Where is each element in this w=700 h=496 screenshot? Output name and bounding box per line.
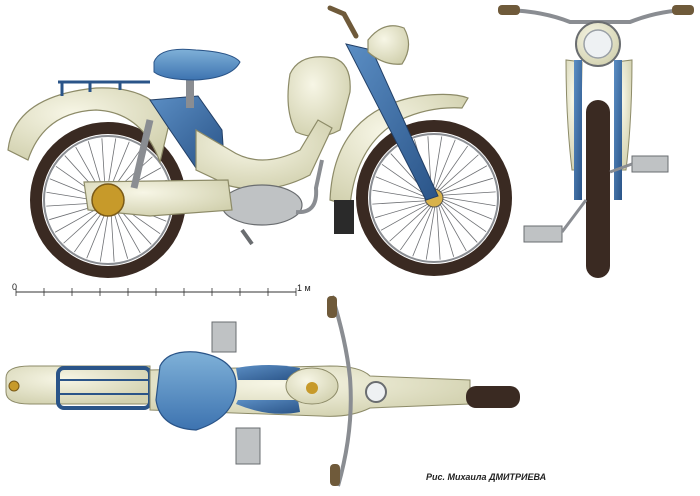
wheel-spoke: [436, 154, 479, 193]
wheel-spoke: [380, 202, 431, 231]
wheel-spoke: [389, 203, 432, 242]
front-wheel: [356, 120, 512, 276]
wheel-spoke: [435, 145, 469, 193]
side-view: [7, 5, 512, 278]
wheel-spoke: [432, 136, 443, 193]
front-handlebar: [498, 8, 694, 24]
top-pedal-down: [235, 427, 261, 465]
wheel-spoke: [412, 203, 435, 257]
front-view: [498, 5, 694, 278]
wheel-spoke: [433, 139, 456, 193]
front-pedal-left: [523, 225, 563, 243]
top-handlebar: [330, 295, 353, 487]
wheel-spoke: [399, 203, 433, 251]
top-view: [5, 295, 520, 487]
wheel-spoke: [425, 203, 436, 260]
wheel-spoke: [375, 201, 430, 219]
scale-zero-label: 0: [12, 282, 18, 292]
wheel-spoke: [439, 200, 478, 243]
headlamp: [367, 25, 410, 65]
handlebar: [327, 5, 359, 39]
front-tire: [586, 100, 610, 278]
top-seat: [155, 351, 237, 431]
front-pedal-right: [631, 155, 669, 173]
wheel-spoke: [438, 177, 493, 195]
top-pedal-up: [211, 321, 237, 353]
fuel-tank: [287, 56, 351, 138]
wheel-spoke: [372, 200, 429, 205]
front-fork: [345, 43, 439, 201]
top-front-tire: [466, 386, 520, 408]
wheel-spoke: [437, 202, 455, 257]
front-spokes: [372, 136, 496, 260]
wheel-spoke: [375, 176, 429, 199]
illustration-credit: Рис. Михаила ДМИТРИЕВА: [426, 472, 547, 482]
top-rear-mudguard: [5, 365, 151, 405]
luggage-rack: [58, 80, 150, 96]
wheel-spoke: [439, 191, 496, 196]
seat: [153, 48, 241, 81]
front-mudguard: [329, 93, 469, 207]
exhaust-pipe: [295, 159, 324, 215]
wheel-spoke: [436, 203, 441, 260]
wheel-spoke: [381, 163, 429, 197]
engine: [221, 184, 303, 226]
wheel-spoke: [439, 196, 496, 207]
scale-end-label: 1 м: [297, 283, 311, 293]
scale-bar: [15, 288, 297, 296]
wheel-spoke: [439, 199, 487, 233]
wheel-spoke: [372, 189, 429, 200]
wheel-spoke: [437, 165, 488, 194]
wheel-spoke: [438, 201, 467, 252]
wheel-spoke: [439, 197, 493, 220]
rear-sprocket: [91, 183, 125, 217]
